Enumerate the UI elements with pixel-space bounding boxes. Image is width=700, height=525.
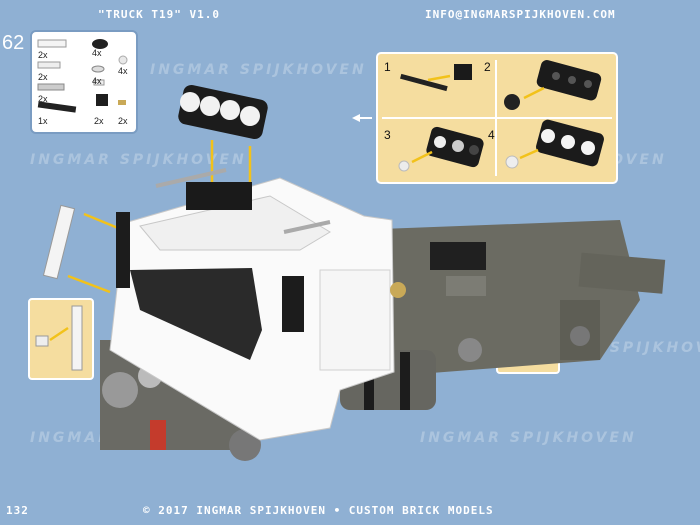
loose-side-panel bbox=[42, 204, 76, 280]
truck-cab bbox=[109, 168, 395, 441]
part-quantity: 4x bbox=[92, 48, 102, 58]
tan-pin-part bbox=[118, 100, 126, 105]
long-plate-part bbox=[37, 83, 65, 91]
yellow-arrow bbox=[519, 148, 539, 160]
tile-part bbox=[93, 79, 105, 86]
yellow-arrow bbox=[83, 212, 119, 230]
callout-illustration bbox=[35, 305, 83, 371]
black-beam-part bbox=[400, 73, 448, 92]
sub-assembly-box: 1 2 3 4 bbox=[376, 52, 618, 184]
white-plate-part bbox=[37, 39, 67, 48]
black-round-part bbox=[92, 39, 108, 49]
yellow-arrow bbox=[427, 74, 451, 82]
clear-round-part bbox=[118, 55, 128, 65]
copyright-text: © 2017 INGMAR SPIJKHOVEN • CUSTOM BRICK … bbox=[143, 504, 494, 517]
part-quantity: 4x bbox=[118, 66, 128, 76]
part-quantity: 2x bbox=[118, 116, 128, 126]
white-tile-part bbox=[37, 61, 61, 69]
black-beam-part bbox=[37, 101, 77, 113]
yellow-arrow bbox=[523, 86, 545, 100]
page-number: 132 bbox=[6, 504, 29, 517]
black-round-part bbox=[504, 94, 520, 110]
contact-email: INFO@INGMARSPIJKHOVEN.COM bbox=[425, 8, 616, 21]
roof-hatch bbox=[186, 182, 252, 210]
sub-step-label: 1 bbox=[384, 60, 391, 74]
sub-assembly-illustrations bbox=[382, 60, 612, 176]
yellow-arrow bbox=[49, 326, 69, 342]
white-panel-part bbox=[71, 305, 83, 371]
left-callout-box bbox=[28, 298, 94, 380]
step-number: 62 bbox=[2, 32, 25, 54]
clear-round-part bbox=[505, 155, 519, 169]
part-quantity: 2x bbox=[38, 94, 48, 104]
a-pillar bbox=[116, 212, 130, 288]
round-lens-part bbox=[91, 65, 105, 73]
sub-step-label: 4 bbox=[488, 128, 495, 142]
yellow-arrow bbox=[411, 150, 433, 164]
parts-illustrations bbox=[37, 39, 128, 113]
sub-step-label: 2 bbox=[484, 60, 491, 74]
white-tile-part bbox=[35, 335, 49, 347]
black-bracket-part bbox=[96, 94, 108, 106]
manual-title: "TRUCK T19" V1.0 bbox=[98, 8, 220, 21]
part-quantity: 1x bbox=[38, 116, 48, 126]
roof-light-bar bbox=[178, 84, 268, 140]
part-quantity: 2x bbox=[94, 116, 104, 126]
black-bracket-part bbox=[454, 64, 472, 80]
part-quantity: 2x bbox=[38, 72, 48, 82]
part-quantity: 2x bbox=[38, 50, 48, 60]
clear-round-part bbox=[398, 160, 410, 172]
antenna-bar bbox=[155, 168, 227, 188]
rear-mechanics bbox=[390, 242, 486, 362]
windshield-opening bbox=[130, 268, 262, 360]
part-quantity: 4x bbox=[92, 76, 102, 86]
sub-step-label: 3 bbox=[384, 128, 391, 142]
parts-list-box: 4x 2x 4x 2x 4x 2x 1x 2x 2x bbox=[30, 30, 138, 134]
yellow-arrow bbox=[67, 274, 111, 294]
